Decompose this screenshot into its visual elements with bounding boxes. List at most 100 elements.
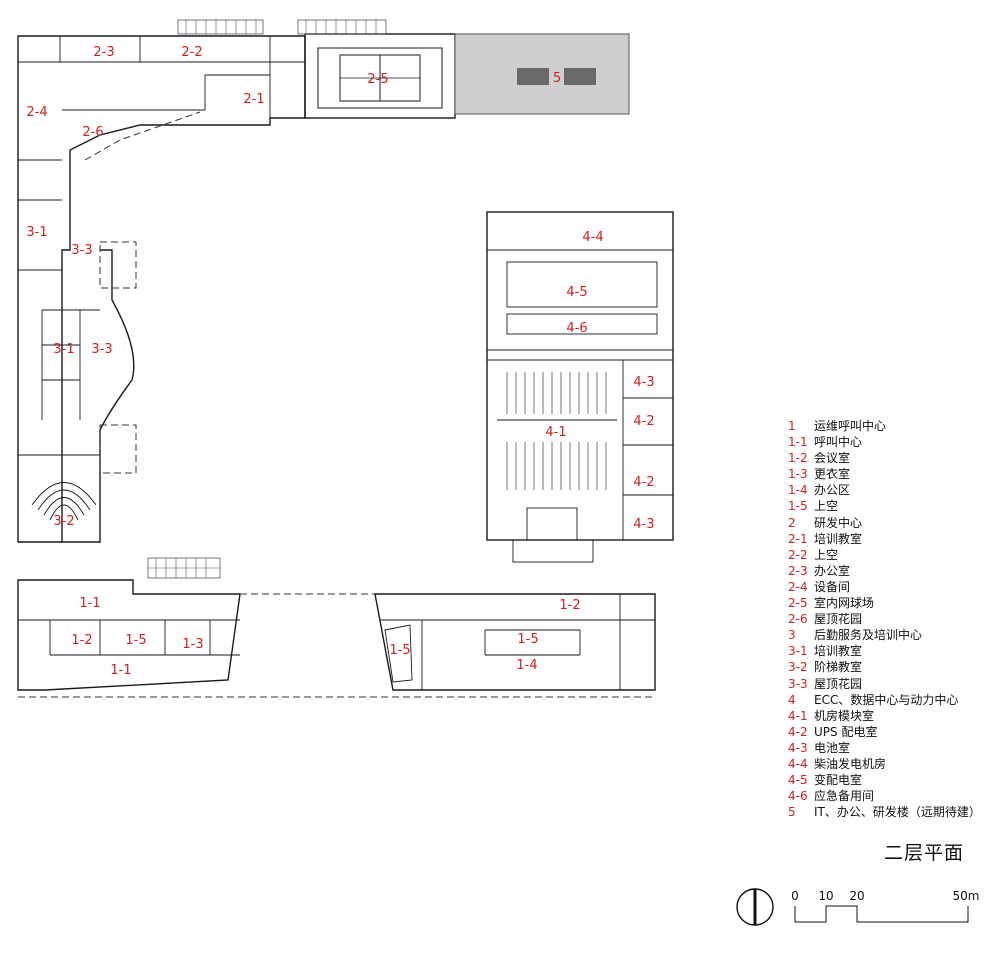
legend-code: 1-2 [788,451,808,466]
room-label-2-3: 2-3 [93,45,114,60]
legend-code: 4 [788,692,796,707]
legend-item: 3 后勤服务及培训中心 [788,627,981,643]
legend-text: 阶梯教室 [814,660,863,675]
legend-text: ECC、数据中心与动力中心 [814,692,959,707]
legend-text: 上空 [814,547,839,562]
legend-code: 2-1 [788,531,808,546]
building-outlines [17,33,674,691]
legend-item: 2-2 上空 [788,547,981,563]
legend-text: 屋顶花园 [814,612,863,627]
legend-text: 屋顶花园 [814,676,863,691]
south-east-wing-outline [374,593,656,691]
canopy-west-2 [99,424,137,474]
room-label-4-2-north: 4-2 [633,414,654,429]
legend-text: 研发中心 [814,515,863,530]
legend-item: 4-1 机房模块室 [788,708,981,724]
legend-text: 设备间 [814,579,851,594]
future-block-east [564,68,596,85]
room-label-1-5-void: 1-5 [389,643,410,658]
legend-text: 办公室 [814,563,851,578]
legend-code: 5 [788,805,796,820]
legend-text: 电池室 [814,740,851,755]
legend-item: 1-2 会议室 [788,450,981,466]
legend-text: 柴油发电机房 [814,756,887,771]
legend-item: 4-5 变配电室 [788,772,981,788]
legend-code: 1 [788,419,796,433]
room-label-2-5: 2-5 [367,72,388,87]
north-west-wing-outline [17,35,306,543]
canopy-west-1 [99,241,137,289]
interior-walls [18,36,673,690]
room-label-1-1-north: 1-1 [79,596,100,611]
west-corridor-outline [62,249,135,543]
legend-item: 4-4 柴油发电机房 [788,756,981,772]
room-label-1-1-south: 1-1 [110,663,131,678]
legend-text: 机房模块室 [814,708,875,723]
legend-code: 4-4 [788,756,808,771]
legend-code: 1-3 [788,467,808,482]
legend-text: UPS 配电室 [814,724,878,739]
room-label-3-3-south: 3-3 [91,342,112,357]
legend-code: 1-1 [788,435,808,450]
room-label-4-5: 4-5 [566,285,587,300]
legend-text: IT、办公、研发楼（远期待建） [814,805,981,820]
room-label-2-2: 2-2 [181,45,202,60]
legend-code: 1-4 [788,483,808,498]
legend-item: 2 研发中心 [788,515,981,531]
legend-text: 应急备用间 [814,789,875,804]
room-label-4-6: 4-6 [566,321,587,336]
legend-text: 呼叫中心 [814,435,863,450]
room-label-3-2: 3-2 [53,514,74,529]
legend-code: 3 [788,628,796,643]
legend-code: 2 [788,515,796,530]
dashed-outlines [18,111,655,698]
north-arrow [736,888,774,926]
room-label-4-3-north: 4-3 [633,375,654,390]
legend-code: 2-2 [788,547,808,562]
legend-text: 后勤服务及培训中心 [814,628,923,643]
scale-tick-20: 20 [849,889,864,903]
roof-garden-path [84,111,201,161]
tennis-court-surround [317,47,443,109]
legend-item: 3-2 阶梯教室 [788,659,981,675]
legend-code: 3-2 [788,660,808,675]
room-label-1-5-east: 1-5 [517,632,538,647]
legend-text: 变配电室 [814,773,863,788]
room-label-3-1-north: 3-1 [26,225,47,240]
legend-item: 2-6 屋顶花园 [788,611,981,627]
south-west-wing-outline [17,579,241,691]
grille-north-1 [177,19,264,35]
scale-tick-0: 0 [791,889,799,903]
legend-item: 4 ECC、数据中心与动力中心 [788,692,981,708]
room-label-4-1: 4-1 [545,425,566,440]
legend-item: 5 IT、办公、研发楼（远期待建） [788,804,981,820]
room-label-2-4: 2-4 [26,105,47,120]
legend-code: 4-5 [788,773,808,788]
room-label-1-2-east: 1-2 [559,598,580,613]
scale-bar: 0 10 20 50m [791,889,979,923]
legend-code: 2-5 [788,596,808,611]
room-label-2-1: 2-1 [243,92,264,107]
legend-text: 上空 [814,499,839,514]
room-label-2-6: 2-6 [82,125,103,140]
server-racks [506,372,607,490]
legend-text: 更衣室 [814,467,851,482]
room-label-3-3-north: 3-3 [71,243,92,258]
legend-code: 4-1 [788,708,808,723]
legend-text: 会议室 [814,451,851,466]
legend-code: 2-6 [788,612,808,627]
grille-bars [148,20,377,578]
grille-north-2 [297,19,387,35]
plan-title: 二层平面 [884,842,965,864]
legend-code: 3-1 [788,644,808,659]
